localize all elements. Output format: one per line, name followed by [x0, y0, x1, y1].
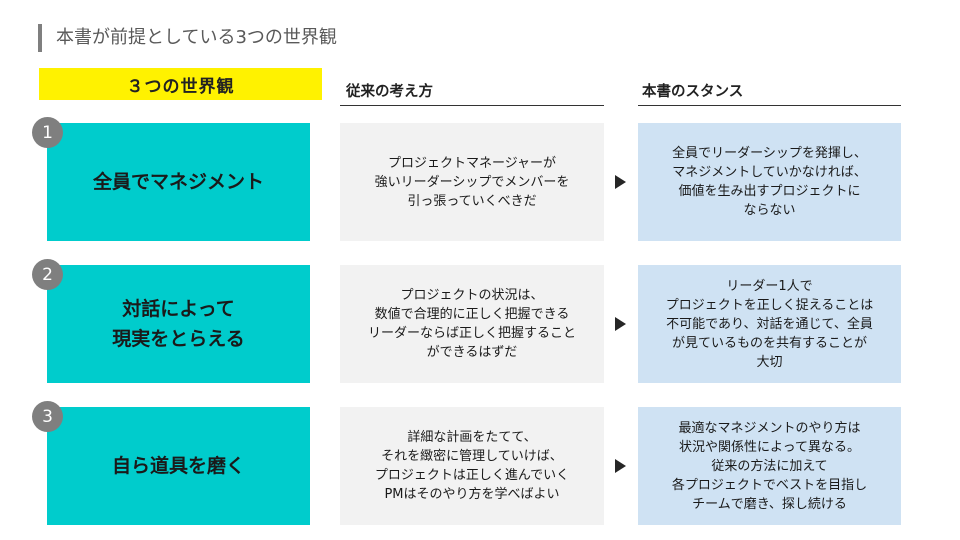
stance-line: チームで磨き、探し続ける: [692, 496, 847, 512]
worldview-heading-1: 全員でマネジメント: [47, 123, 310, 241]
column-header-conventional: 従来の考え方: [346, 84, 433, 100]
stance-line: マネジメントしていかなければ、: [672, 165, 867, 180]
column-rule-stance: [638, 105, 901, 106]
worldview-heading-line: 現実をとらえる: [112, 328, 245, 350]
conventional-line: 数値で合理的に正しく把握できる: [374, 307, 570, 322]
stance-line: が見ているものを共有することが: [671, 335, 867, 351]
stance-line: 状況や関係性によって異なる。: [679, 439, 860, 455]
conventional-line: それを緻密に管理していけば、: [381, 449, 563, 464]
conventional-view-1: プロジェクトマネージャーが 強いリーダーシップでメンバーを 引っ張っていくべきだ: [340, 123, 604, 241]
stance-line: 大切: [756, 354, 783, 370]
conventional-line: プロジェクトの状況は、: [400, 288, 544, 303]
stance-line: 価値を生み出すプロジェクトに: [678, 184, 861, 199]
conventional-line: リーダーならば正しく把握すること: [367, 326, 576, 341]
worldview-heading-line: 自ら道具を磨く: [111, 455, 245, 477]
stance-line: 最適なマネジメントのやり方は: [678, 420, 861, 436]
title-accent-bar: [38, 24, 42, 52]
stance-line: 全員でリーダーシップを発揮し、: [672, 146, 867, 161]
stance-line: リーダー1人で: [726, 278, 813, 294]
conventional-view-2: プロジェクトの状況は、 数値で合理的に正しく把握できる リーダーならば正しく把握…: [340, 265, 604, 383]
number-badge-1: 1: [32, 117, 63, 148]
worldview-tag: ３つの世界観: [39, 68, 322, 100]
worldview-heading-2: 対話によって 現実をとらえる: [47, 265, 310, 383]
stance-line: 従来の方法に加えて: [711, 458, 828, 474]
slide-title: 本書が前提としている3つの世界観: [56, 27, 337, 48]
arrow-right-icon: [615, 459, 626, 473]
column-header-stance: 本書のスタンス: [642, 84, 744, 100]
column-rule-conventional: [340, 105, 604, 106]
conventional-line: ができるはずだ: [426, 345, 518, 360]
worldview-heading-3: 自ら道具を磨く: [47, 407, 310, 525]
book-stance-2: リーダー1人で プロジェクトを正しく捉えることは 不可能であり、対話を通じて、全…: [638, 265, 901, 383]
arrow-right-icon: [615, 317, 626, 331]
book-stance-1: 全員でリーダーシップを発揮し、 マネジメントしていかなければ、 価値を生み出すプ…: [638, 123, 901, 241]
stance-line: 各プロジェクトでベストを目指し: [671, 477, 868, 493]
number-badge-2: 2: [32, 259, 63, 290]
conventional-line: 強いリーダーシップでメンバーを: [374, 174, 570, 190]
conventional-line: 詳細な計画をたてて、: [407, 430, 537, 445]
arrow-right-icon: [615, 175, 626, 189]
conventional-line: PMはそのやり方を学べばよい: [384, 487, 560, 502]
conventional-line: プロジェクトは正しく進んでいく: [374, 468, 570, 483]
worldview-heading-line: 全員でマネジメント: [92, 171, 264, 193]
book-stance-3: 最適なマネジメントのやり方は 状況や関係性によって異なる。 従来の方法に加えて …: [638, 407, 901, 525]
conventional-line: 引っ張っていくべきだ: [407, 193, 537, 209]
worldview-heading-line: 対話によって: [122, 298, 235, 320]
conventional-view-3: 詳細な計画をたてて、 それを緻密に管理していけば、 プロジェクトは正しく進んでい…: [340, 407, 604, 525]
stance-line: 不可能であり、対話を通じて、全員: [666, 316, 873, 332]
number-badge-3: 3: [32, 401, 63, 432]
conventional-line: プロジェクトマネージャーが: [387, 155, 557, 171]
stance-line: プロジェクトを正しく捉えることは: [665, 297, 874, 313]
stance-line: ならない: [743, 203, 796, 218]
